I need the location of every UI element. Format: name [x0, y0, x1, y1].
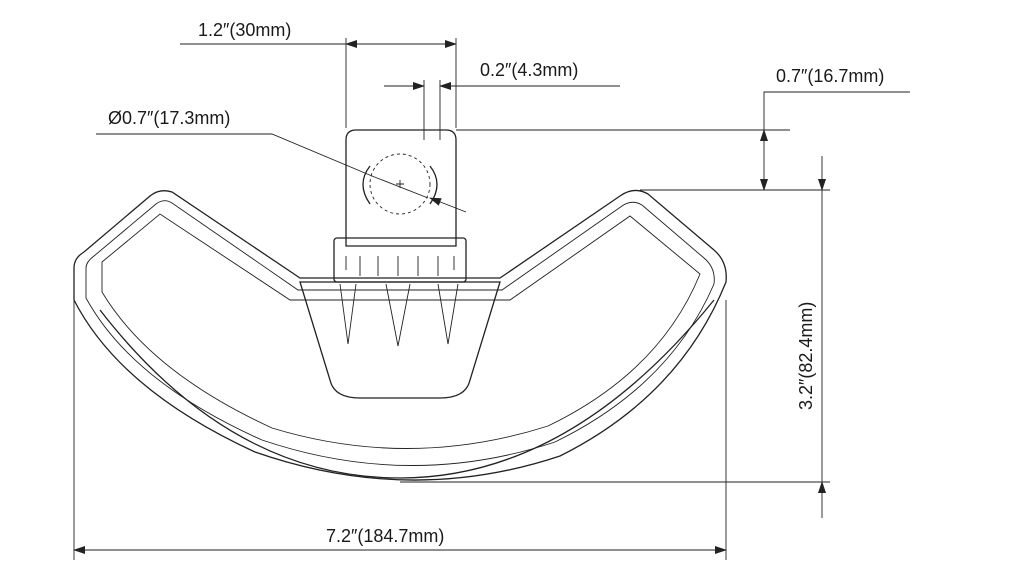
label-hole-diameter: Ø0.7″(17.3mm)	[108, 108, 230, 128]
leader-hole	[96, 133, 373, 177]
dim-slot-width: 0.2″(4.3mm)	[384, 60, 620, 140]
label-base-width: 1.2″(30mm)	[198, 20, 291, 40]
label-slot-width: 0.2″(4.3mm)	[480, 60, 578, 80]
mounting-hole	[369, 153, 431, 215]
bracket-trapezoid	[299, 281, 501, 399]
label-total-height: 3.2″(82.4mm)	[796, 302, 816, 410]
bracket-collar	[333, 237, 467, 283]
rib-left	[339, 283, 357, 345]
dim-offset-height: 0.7″(16.7mm)	[456, 66, 910, 191]
rib-right	[437, 283, 459, 345]
hole-left-arc	[362, 165, 371, 205]
mount-outer-outline	[73, 189, 727, 481]
label-total-width: 7.2″(184.7mm)	[326, 526, 444, 546]
upright-plate	[345, 129, 457, 247]
mount-recess-outline	[101, 213, 701, 449]
leader-offset	[763, 91, 910, 130]
dim-line-hole	[371, 175, 429, 199]
mount-body	[73, 189, 727, 481]
center-bracket	[299, 237, 501, 399]
mount-inner-outline	[85, 200, 715, 466]
dim-base-width: 1.2″(30mm)	[180, 20, 457, 128]
arrow-hole-out	[429, 197, 467, 213]
dim-total-width: 7.2″(184.7mm)	[73, 300, 727, 560]
collar-teeth	[345, 256, 455, 276]
dim-hole-diameter: Ø0.7″(17.3mm)	[96, 108, 467, 213]
dim-total-height: 3.2″(82.4mm)	[400, 156, 830, 518]
mount-bottom-lip	[99, 299, 715, 479]
plate-outline	[345, 129, 457, 247]
rib-center	[385, 283, 411, 347]
label-offset-height: 0.7″(16.7mm)	[776, 66, 884, 86]
